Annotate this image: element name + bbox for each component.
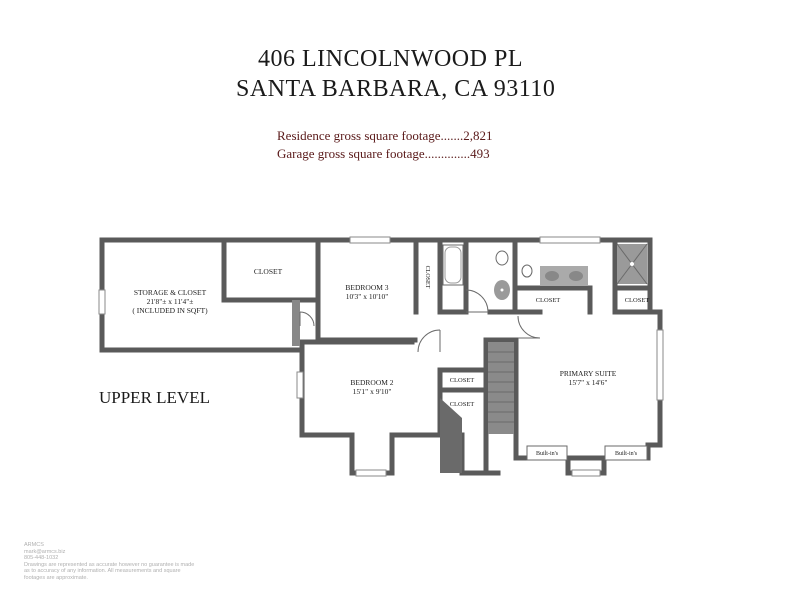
bedroom2-small-closet-name: CLOSET <box>450 377 475 384</box>
storage-note: ( INCLUDED IN SQFT) <box>132 306 208 315</box>
garage-sqft: Garage gross square footage.............… <box>277 146 490 161</box>
wall-accent <box>292 300 300 346</box>
builtin-right-label: Built-in's <box>615 451 638 457</box>
bedroom3-closet-name: CLOSET <box>424 266 430 289</box>
bedroom2-name: BEDROOM 2 <box>350 378 393 387</box>
footer-company: ARMCS <box>24 542 44 548</box>
bath-closet-name: CLOSET <box>536 297 561 304</box>
room-labels: STORAGE & CLOSET 21'8"± x 11'4"± ( INCLU… <box>132 266 649 457</box>
windows <box>98 236 664 477</box>
builtin-left-box <box>526 445 568 461</box>
bath-fixtures <box>442 243 648 300</box>
address-line-2: SANTA BARBARA, CA 93110 <box>236 76 556 102</box>
footer-disclaimer-2: as to accuracy of any information. All m… <box>24 568 181 575</box>
level-label: UPPER LEVEL <box>99 388 210 407</box>
footer-disclaimer-1: Drawings are represented as accurate how… <box>24 561 195 568</box>
storage-dims: 21'8"± x 11'4"± <box>147 297 194 306</box>
builtin-right-box <box>604 445 648 461</box>
address-line-1: 406 LINCOLNWOOD PL <box>258 46 523 72</box>
bedroom3-dims: 10'3" x 10'10" <box>346 292 389 301</box>
primary-suite-dims: 15'7" x 14'6" <box>569 378 608 387</box>
footer-phone: 805-448-1032 <box>24 555 59 562</box>
storage-name: STORAGE & CLOSET <box>134 288 207 297</box>
bedroom3-name: BEDROOM 3 <box>345 283 388 292</box>
primary-closet-name: CLOSET <box>625 297 650 304</box>
bedroom2-dims: 15'1" x 9'10" <box>353 387 392 396</box>
builtin-left-label: Built-in's <box>536 451 559 457</box>
residence-sqft: Residence gross square footage.......2,8… <box>277 128 493 143</box>
footer-email: mark@armcs.biz <box>24 548 66 555</box>
bedroom2-closet-name: CLOSET <box>450 401 475 408</box>
primary-suite-name: PRIMARY SUITE <box>560 369 617 378</box>
wall-accent <box>440 398 462 473</box>
footer-disclaimer-3: footages are approximate. <box>24 574 88 581</box>
doors <box>299 289 541 353</box>
storage-closet-name: CLOSET <box>254 267 283 276</box>
footer: ARMCS mark@armcs.biz 805-448-1032 Drawin… <box>24 542 224 582</box>
stairs <box>488 342 514 434</box>
